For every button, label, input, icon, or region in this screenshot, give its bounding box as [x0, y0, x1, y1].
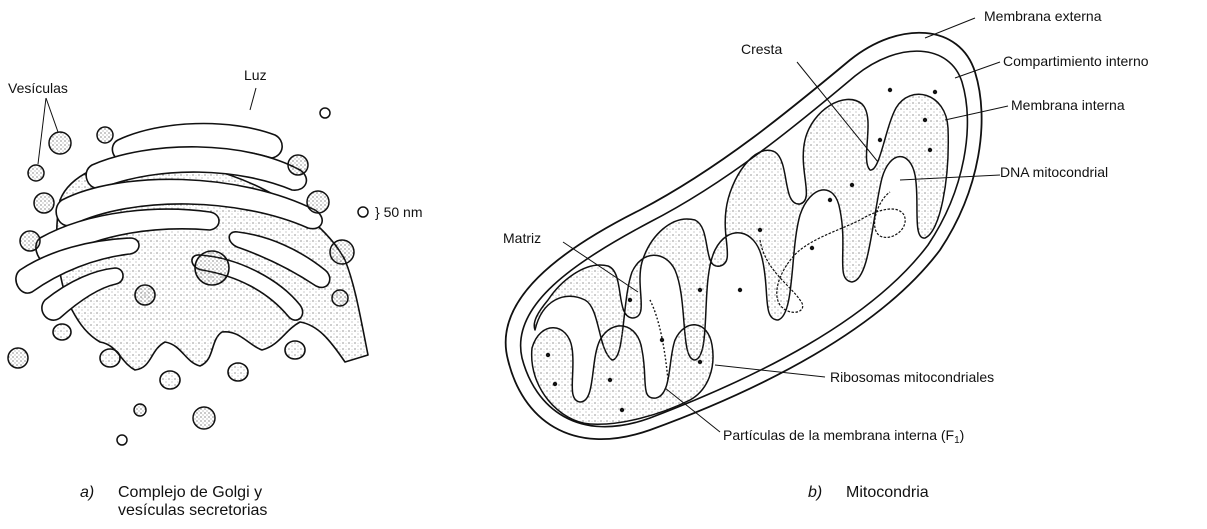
- caption-golgi-letter: a): [80, 484, 118, 502]
- caption-mito: b)Mitocondria: [808, 484, 929, 502]
- vesicle: [307, 191, 329, 213]
- label-inner-membrane: Membrana interna: [1011, 97, 1125, 113]
- golgi-bud: [100, 349, 120, 367]
- vesicle: [193, 407, 215, 429]
- scale-vesicle: [358, 207, 368, 217]
- label-mt-dna: DNA mitocondrial: [1000, 164, 1108, 180]
- vesicle: [320, 108, 330, 118]
- vesicle: [49, 132, 71, 154]
- label-matrix: Matriz: [503, 230, 541, 246]
- vesicle: [20, 231, 40, 251]
- golgi-bud: [160, 371, 180, 389]
- vesicle: [134, 404, 146, 416]
- vesicle: [288, 155, 308, 175]
- golgi-complex-illustration: [16, 124, 368, 389]
- golgi-inner-vesicle: [135, 285, 155, 305]
- vesicle: [97, 127, 113, 143]
- golgi-bud: [53, 324, 71, 340]
- caption-golgi-line2: vesículas secretorias: [118, 502, 267, 519]
- vesicle: [330, 240, 354, 264]
- caption-golgi-line1: Complejo de Golgi y: [118, 484, 262, 501]
- vesicle: [332, 290, 348, 306]
- vesicle: [34, 193, 54, 213]
- label-vesicles: Vesículas: [8, 80, 68, 96]
- caption-golgi: a)Complejo de Golgi y vesículas secretor…: [80, 484, 267, 520]
- caption-mito-text: Mitocondria: [846, 484, 929, 501]
- golgi-inner-vesicle: [195, 251, 229, 285]
- label-inner-compartment: Compartimiento interno: [1003, 53, 1149, 69]
- label-outer-membrane: Membrana externa: [984, 8, 1102, 24]
- label-inner-particles: Partículas de la membrana interna (F1): [723, 427, 964, 443]
- label-crista: Cresta: [741, 41, 782, 57]
- label-lumen: Luz: [244, 67, 267, 83]
- vesicle: [117, 435, 127, 445]
- label-mt-ribosomes: Ribosomas mitocondriales: [830, 369, 994, 385]
- caption-mito-letter: b): [808, 484, 846, 502]
- vesicle: [28, 165, 44, 181]
- vesicle: [8, 348, 28, 368]
- golgi-bud: [228, 363, 248, 381]
- golgi-bud: [285, 341, 305, 359]
- label-scale-50nm: } 50 nm: [375, 204, 422, 220]
